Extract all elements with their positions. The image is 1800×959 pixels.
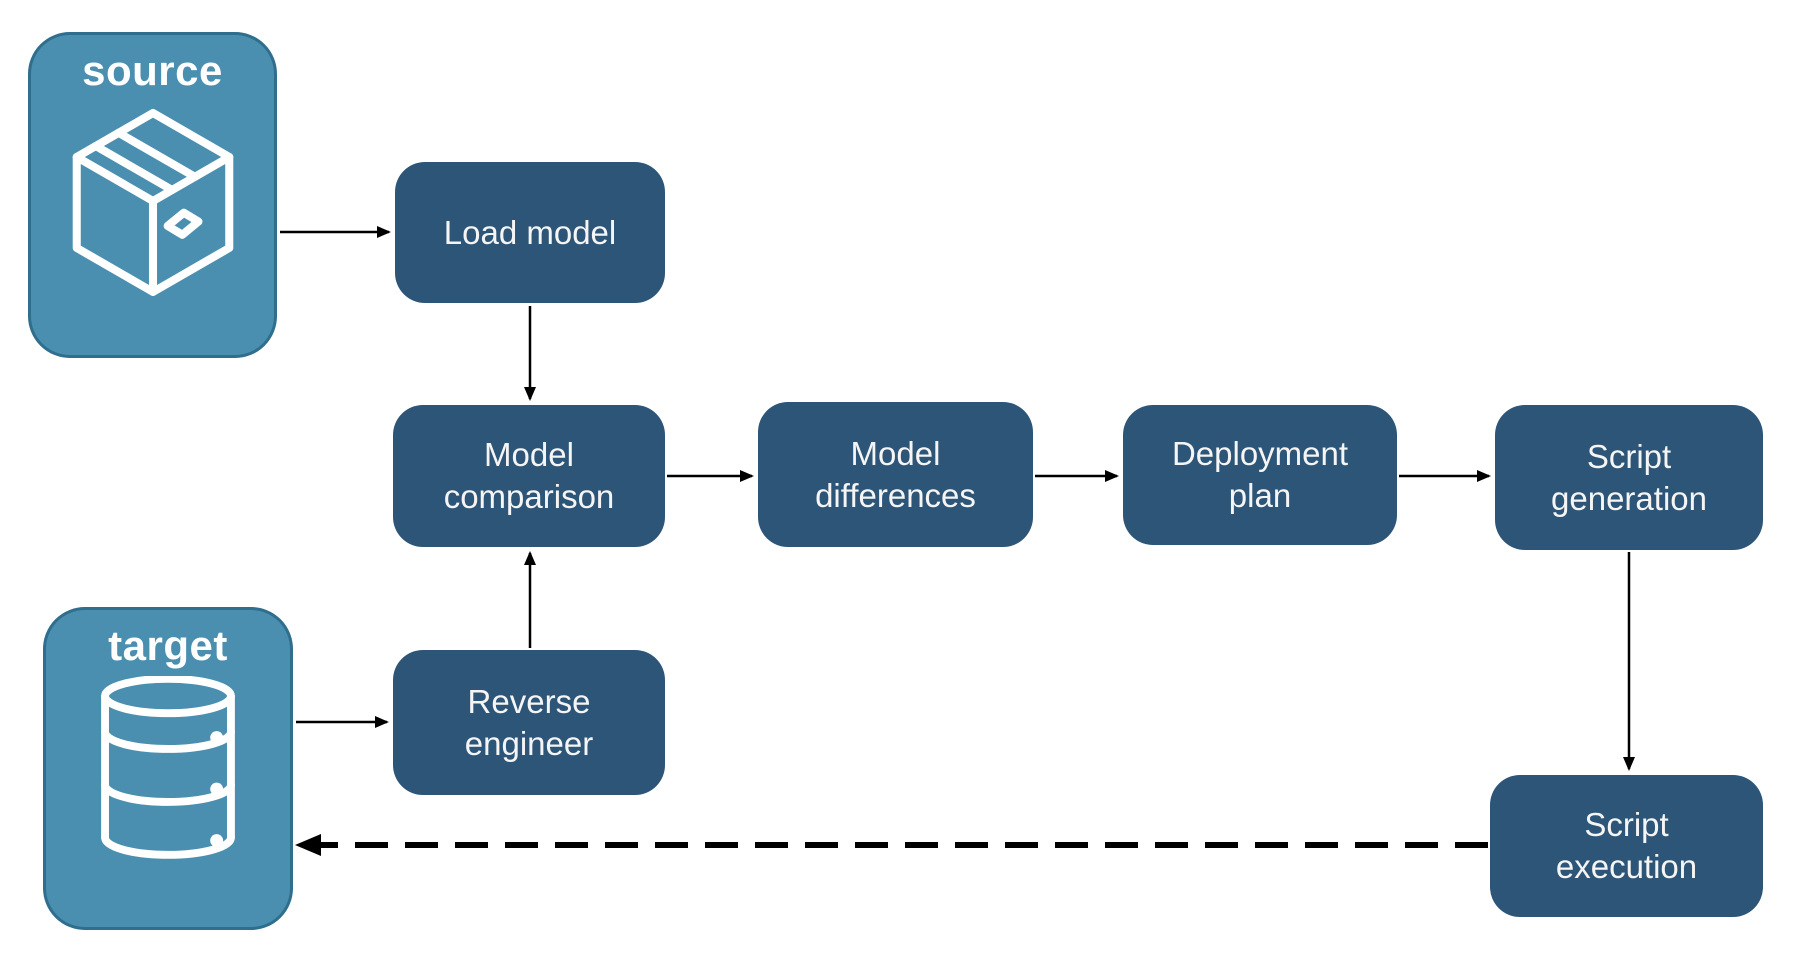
node-deployment-plan-label: Deployment plan bbox=[1171, 435, 1349, 514]
node-model-comparison: Model comparison bbox=[393, 405, 665, 547]
target-node: target bbox=[43, 607, 293, 930]
node-script-generation: Script generation bbox=[1495, 405, 1763, 550]
node-script-generation-label: Script generation bbox=[1551, 437, 1707, 517]
node-model-differences: Model differences bbox=[758, 402, 1033, 547]
source-label: source bbox=[82, 47, 223, 94]
database-icon bbox=[101, 676, 235, 859]
node-model-comparison-label: Model comparison bbox=[443, 436, 615, 515]
node-load-model-label: Load model bbox=[443, 213, 617, 251]
node-script-execution: Script execution bbox=[1490, 775, 1763, 917]
node-reverse-engineer-label: Reverse engineer bbox=[464, 682, 594, 762]
node-reverse-engineer: Reverse engineer bbox=[393, 650, 665, 795]
target-label: target bbox=[108, 622, 228, 669]
node-script-execution-label: Script execution bbox=[1555, 806, 1698, 885]
node-model-differences-label: Model differences bbox=[815, 434, 976, 514]
package-icon bbox=[72, 108, 233, 296]
node-deployment-plan: Deployment plan bbox=[1123, 405, 1397, 545]
node-load-model: Load model bbox=[395, 162, 665, 303]
source-node: source bbox=[28, 32, 277, 358]
